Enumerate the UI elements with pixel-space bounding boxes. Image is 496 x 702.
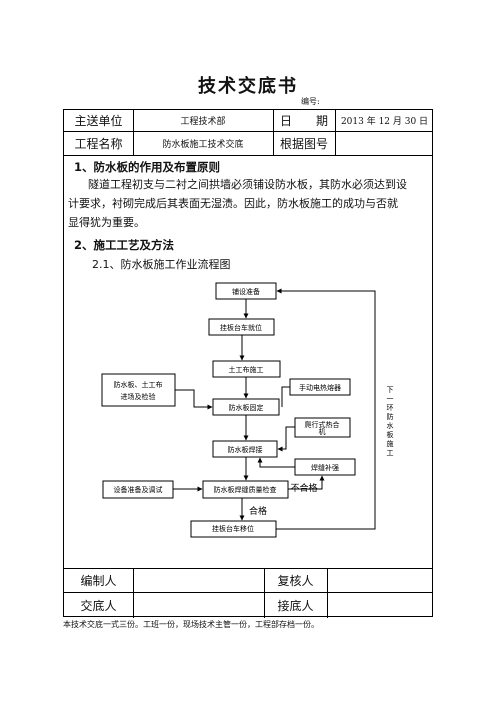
flow-label-weld: 防水板焊接 <box>228 445 263 454</box>
next-cycle-char: 工 <box>387 449 394 457</box>
next-cycle-char: 防 <box>387 412 394 421</box>
disclosure-form: 主送单位 工程技术部 日 期 2013 年 12 月 30 日 工程名称 防水板… <box>63 109 434 618</box>
received-by-value <box>327 592 434 618</box>
main-unit-label: 主送单位 <box>74 114 123 128</box>
next-cycle-char: 一 <box>387 395 394 403</box>
row-divider <box>64 568 432 569</box>
flow-box-materials <box>101 373 176 407</box>
flow-arrow-loop <box>276 288 376 530</box>
flow-label-pass: 合格 <box>249 505 267 517</box>
flow-box-weld <box>212 440 278 458</box>
received-by-label: 接底人 <box>277 598 314 613</box>
column-divider <box>327 568 328 618</box>
subsection-title: 2.1、防水板施工作业流程图 <box>92 258 231 271</box>
project-name-value: 防水板施工技术交底 <box>162 139 244 150</box>
flow-label-prep: 铺设准备 <box>232 287 260 296</box>
flow-label-repair: 焊缝补强 <box>311 463 339 472</box>
next-cycle-char: 环 <box>387 404 394 412</box>
project-name-label: 工程名称 <box>74 136 123 151</box>
drawing-number-label: 根据图号 <box>279 136 328 151</box>
prepared-by-value <box>133 568 264 592</box>
column-divider <box>264 568 265 618</box>
column-divider <box>133 568 134 618</box>
section-1-title: 1、防水板的作用及布置原则 <box>74 160 221 174</box>
flow-label-equipment: 设备准备及调试 <box>114 485 163 494</box>
document-title: 技术交底书 <box>198 76 298 97</box>
next-cycle-char: 板 <box>387 430 394 439</box>
next-cycle-char: 下 <box>387 386 394 394</box>
construction-flowchart: 铺设准备 挂板台车就位 土工布施工 防水板、土工布 进场及检验 手动电热熔器 防… <box>101 282 394 538</box>
document-number-label: 编号: <box>301 97 320 106</box>
flow-arrow <box>277 426 295 452</box>
flow-arrow <box>257 457 295 468</box>
row-divider <box>64 592 432 593</box>
reviewed-by-label: 复核人 <box>277 573 314 588</box>
column-divider <box>273 110 274 155</box>
footer-note: 本技术交底一式三份。工班一份，现场技术主管一份，工程部存档一份。 <box>63 620 319 629</box>
flow-label-trolley-move: 挂板台车移位 <box>212 524 254 533</box>
row-divider <box>64 155 432 156</box>
prepared-by-label: 编制人 <box>80 573 117 588</box>
flow-label-geotextile: 土工布施工 <box>229 365 264 374</box>
flow-label-crawler-1: 爬行式热合 <box>305 420 340 429</box>
flow-label-crawler-2: 机 <box>319 427 326 436</box>
flow-label-hot-gun: 手动电热熔器 <box>299 383 341 392</box>
flow-label-materials-2: 进场及检验 <box>121 392 156 401</box>
reviewed-by-value <box>327 568 434 592</box>
main-unit-value: 工程技术部 <box>180 117 226 127</box>
section-1-line-3: 显得犹为重要。 <box>68 216 145 229</box>
flow-label-trolley-in: 挂板台车就位 <box>220 323 262 332</box>
next-cycle-char: 施 <box>387 439 394 448</box>
next-cycle-char: 水 <box>387 421 394 430</box>
flow-label-inspect: 防水板焊缝质量检查 <box>214 485 277 494</box>
flow-label-fail: 不合格 <box>290 482 317 494</box>
flow-label-next-cycle: 下一环防水板施工 <box>387 386 394 457</box>
handed-over-by-label: 交底人 <box>80 598 117 613</box>
section-1-line-2: 计要求，衬砌完成后其表面无湿渍。因此，防水板施工的成功与否就 <box>68 197 398 210</box>
column-divider <box>335 110 336 155</box>
handed-over-by-value <box>133 592 264 618</box>
row-divider <box>64 131 432 132</box>
date-value: 2013 年 12 月 30 日 <box>340 117 429 127</box>
flow-arrow-fail <box>288 475 325 490</box>
flow-label-fix: 防水板固定 <box>229 403 264 412</box>
date-label: 日 期 <box>279 114 328 128</box>
flow-connector <box>281 386 290 407</box>
flow-label-materials-1: 防水板、土工布 <box>114 380 163 389</box>
section-1-line-1: 隧道工程初支与二衬之间拱墙必须铺设防水板，其防水必须达到设 <box>88 178 407 191</box>
column-divider <box>133 110 134 155</box>
flow-arrow <box>175 389 213 410</box>
section-2-title: 2、施工工艺及方法 <box>74 238 175 252</box>
